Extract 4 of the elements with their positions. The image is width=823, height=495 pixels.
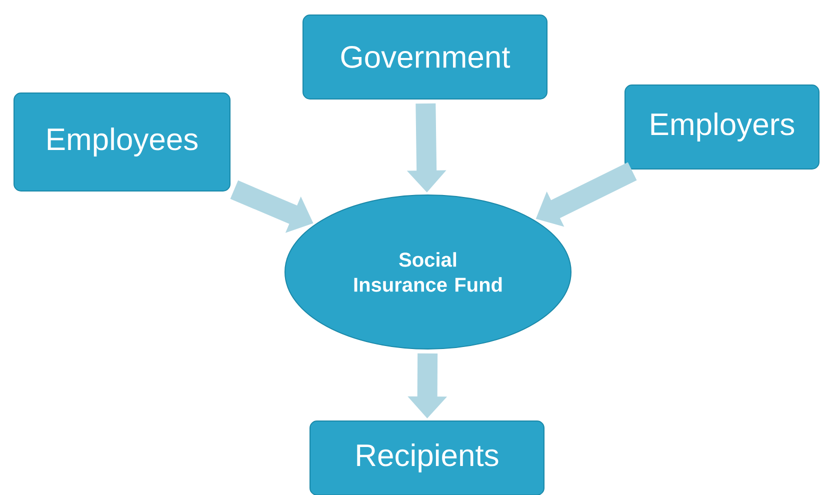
source-box: Government xyxy=(302,14,548,100)
source-box: Employees xyxy=(14,92,230,192)
source-box: Recipients xyxy=(310,420,544,495)
source-box: Employers xyxy=(624,84,820,170)
